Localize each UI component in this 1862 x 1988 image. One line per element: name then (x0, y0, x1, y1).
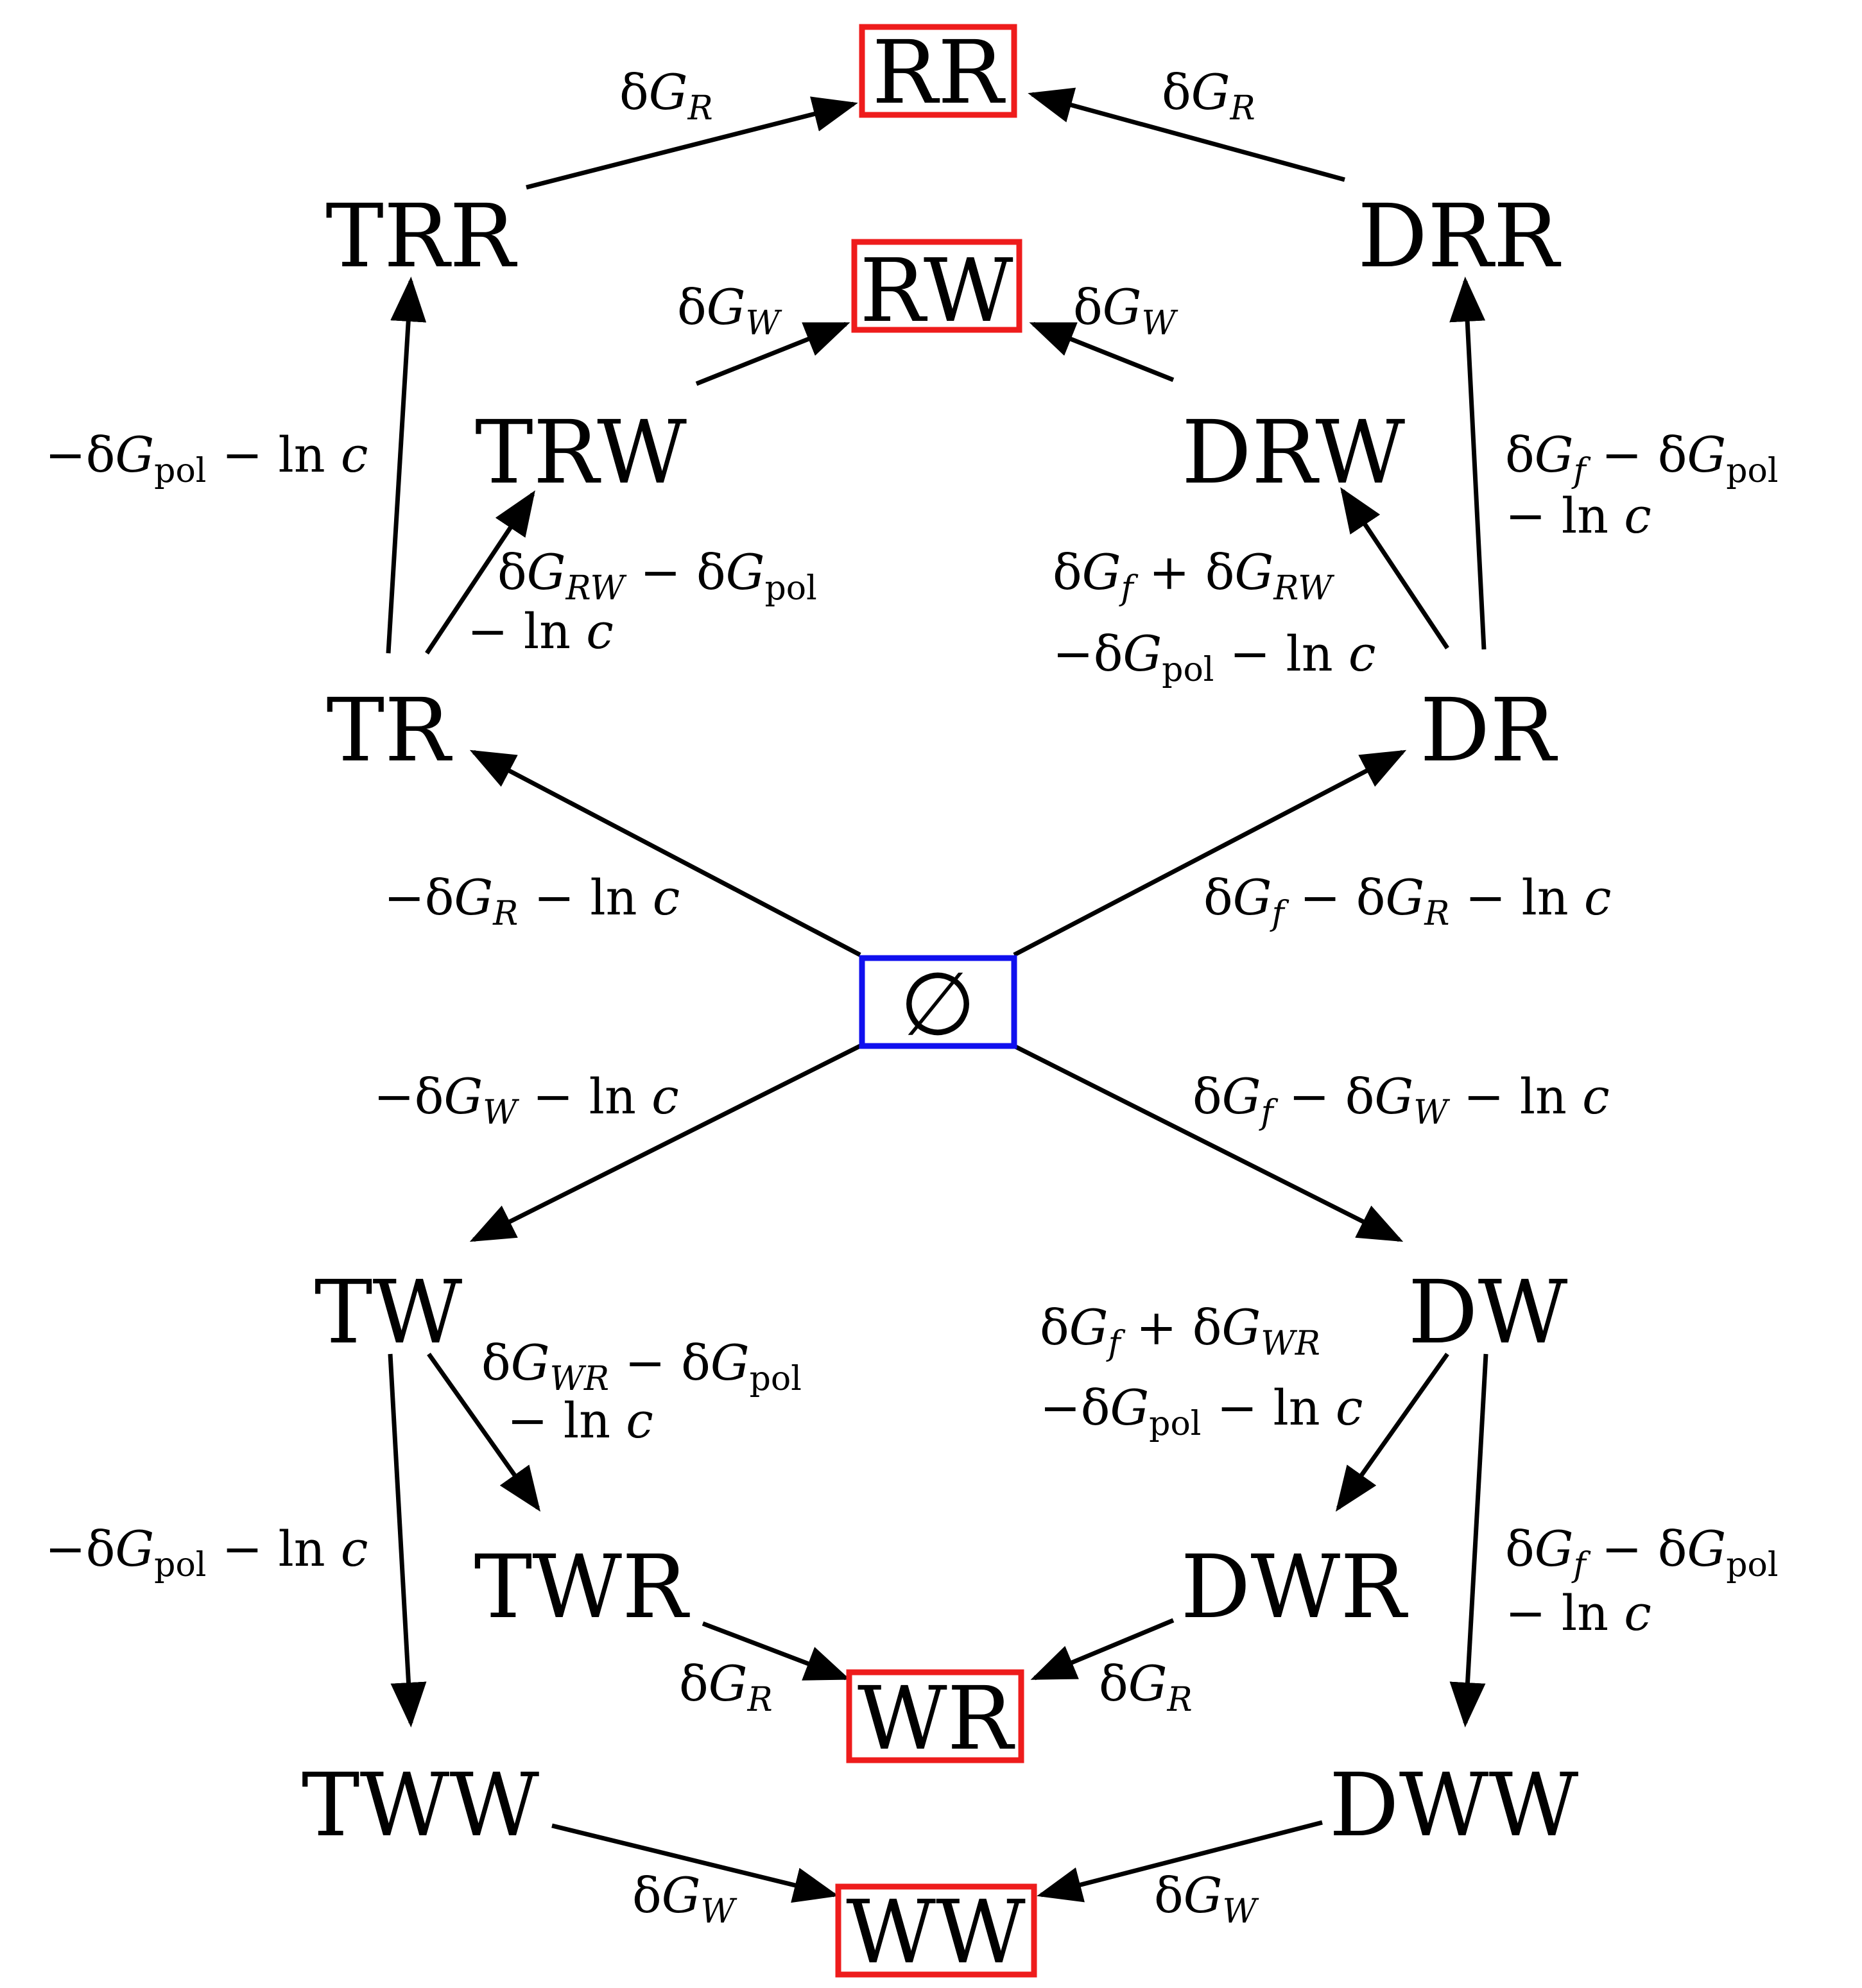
label-dw-dww-line2: − ln c (1505, 1584, 1651, 1641)
label-empty-tr: −δGR − ln c (384, 869, 680, 933)
initial-state-box (859, 955, 1017, 1049)
node-dww: DWW (1329, 1755, 1579, 1856)
edge-dw-to-dwr (1335, 1352, 1449, 1512)
label-trr-rr: δGR (619, 64, 713, 128)
node-twr: TWR (474, 1537, 690, 1638)
final-state-box-rr (859, 24, 1017, 118)
edge-tw-to-tww (388, 1353, 427, 1727)
label-dw-dww-line1: δGf − δGpol (1505, 1520, 1778, 1584)
edge-dr-to-drw (1340, 487, 1449, 649)
edge-tr-to-trw (425, 490, 535, 655)
label-tr-trr: −δGpol − ln c (45, 426, 368, 490)
edge-drw-to-rw (1029, 321, 1175, 382)
node-dw: DW (1408, 1262, 1568, 1364)
node-empty-set: ∅ (900, 954, 976, 1056)
edge-tww-to-ww (551, 1823, 839, 1903)
label-drw-rw: δGW (1073, 278, 1178, 343)
label-tww-ww: δGW (632, 1867, 737, 1931)
node-dwr: DWR (1180, 1537, 1408, 1638)
node-tr: TR (326, 680, 453, 782)
node-drr: DRR (1358, 186, 1561, 287)
label-dwr-wr: δGR (1099, 1655, 1193, 1719)
label-empty-tw: −δGW − ln c (374, 1068, 679, 1132)
label-twr-wr: δGR (679, 1655, 773, 1719)
edge-empty-to-dw (1013, 1043, 1404, 1242)
label-dw-dwr-line1: δGf + δGWR (1040, 1299, 1320, 1363)
node-trr: TRR (325, 186, 517, 287)
edge-tr-to-trr (386, 277, 427, 654)
label-tr-trw-line2: − ln c (467, 603, 614, 660)
label-dww-ww: δGW (1154, 1867, 1259, 1931)
node-trw: TRW (475, 402, 687, 504)
node-drw: DRW (1182, 402, 1405, 504)
edge-dw-to-dww (1449, 1353, 1488, 1727)
label-empty-dr: δGf − δGR − ln c (1203, 869, 1611, 933)
edge-trr-to-rr (526, 96, 858, 190)
edges (386, 87, 1488, 1903)
final-state-box-wr (846, 1669, 1024, 1763)
label-dr-drr-line2: − ln c (1505, 487, 1651, 544)
label-trw-rw: δGW (677, 278, 782, 343)
edge-trw-to-rw (695, 321, 850, 386)
node-ww: WW (846, 1882, 1026, 1984)
edge-twr-to-wr (702, 1621, 850, 1681)
node-rw: RW (859, 241, 1013, 342)
final-state-box-ww (835, 1883, 1037, 1978)
edge-dww-to-ww (1037, 1820, 1323, 1903)
label-dr-drw-line1: δGf + δGRW (1053, 544, 1334, 608)
label-dw-dwr-line2: −δGpol − ln c (1040, 1379, 1363, 1443)
node-tw: TW (315, 1262, 463, 1364)
final-state-box-rw (851, 239, 1022, 333)
edge-tw-to-twr (427, 1352, 541, 1512)
node-rr: RR (872, 22, 1006, 124)
node-tww: TWW (302, 1755, 539, 1856)
edge-drr-to-rr (1028, 87, 1345, 182)
label-tw-twr-line1: δGWR − δGpol (481, 1334, 802, 1398)
node-dr: DR (1420, 680, 1558, 782)
label-tw-twr-line2: − ln c (507, 1392, 653, 1449)
label-drr-rr: δGR (1162, 64, 1255, 128)
edge-empty-to-tw (469, 1043, 861, 1242)
label-tw-tww: −δGpol − ln c (45, 1520, 368, 1584)
edge-empty-to-dr (1013, 750, 1407, 957)
edge-dwr-to-wr (1030, 1618, 1175, 1681)
label-dr-drr-line1: δGf − δGpol (1505, 426, 1778, 490)
label-tr-trw-line1: δGRW − δGpol (497, 544, 817, 608)
label-empty-dw: δGf − δGW − ln c (1193, 1068, 1610, 1132)
label-dr-drw-line2: −δGpol − ln c (1053, 625, 1375, 689)
node-wr: WR (858, 1668, 1015, 1770)
edge-empty-to-tr (469, 750, 861, 957)
edge-dr-to-drr (1449, 277, 1487, 650)
edge-labels: δGR δGR δGW δGW −δGpol − ln c δGf − δGpo… (45, 64, 1778, 1931)
nodes: RR TRR DRR RW TRW DRW TR DR ∅ TW DW TWR … (302, 22, 1579, 1984)
